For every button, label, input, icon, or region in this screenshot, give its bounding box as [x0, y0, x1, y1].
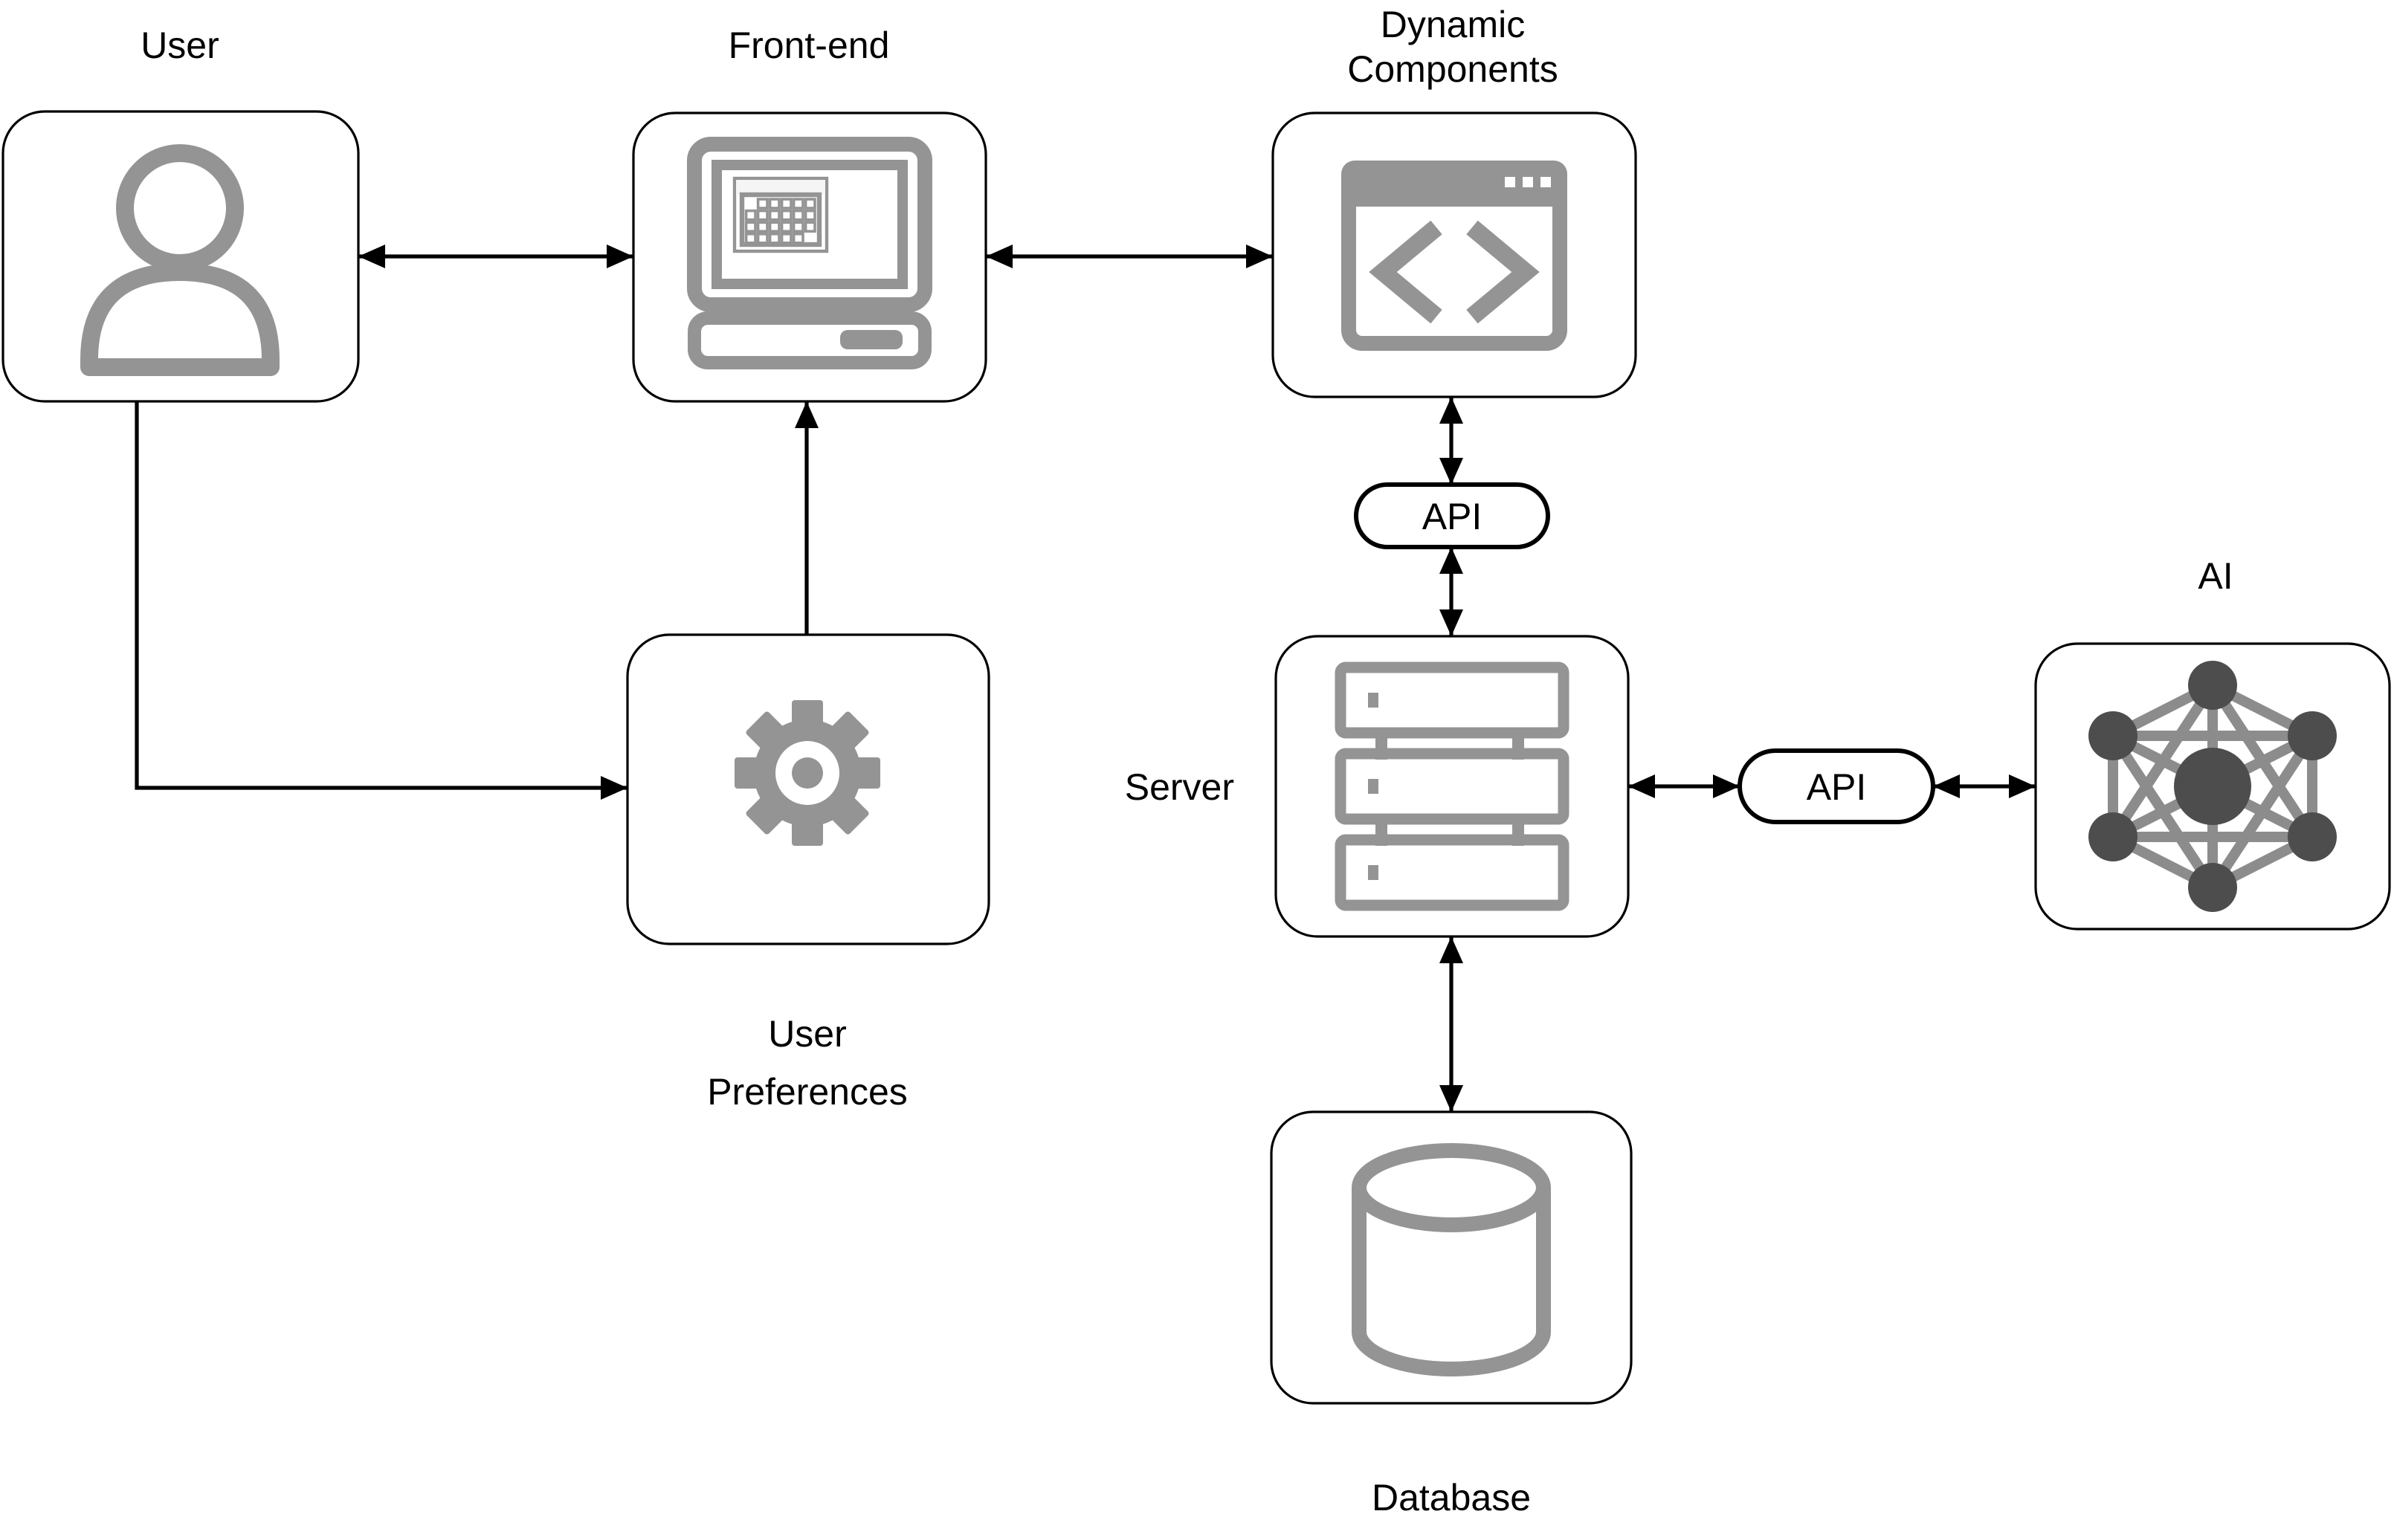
- frontend-label: Front-end: [729, 25, 890, 66]
- server-stack-icon: [1335, 661, 1569, 911]
- person-icon: [80, 144, 280, 376]
- server-label: Server: [1125, 766, 1234, 808]
- dynamic-components-label-line1: Dynamic: [1381, 4, 1525, 45]
- calendar-cells: [744, 198, 816, 245]
- server-node: [1274, 635, 1630, 938]
- connector-user-user-preferences: [135, 401, 627, 800]
- api-side-pill: [1738, 748, 1935, 824]
- connectors: [135, 245, 2036, 1112]
- code-chevrons-icon: [1369, 220, 1540, 324]
- ai-label: AI: [2198, 555, 2233, 597]
- dynamic-components-label-line2: Components: [1347, 48, 1558, 90]
- browser-code-icon: [1341, 161, 1567, 351]
- calendar-header: [736, 180, 825, 195]
- user-preferences-label-line2: Preferences: [707, 1071, 908, 1113]
- database-label: Database: [1372, 1477, 1531, 1518]
- user-label: User: [141, 25, 219, 66]
- api-side-label: API: [1807, 766, 1867, 808]
- dynamic-components-node: [1271, 111, 1637, 398]
- computer-calendar-icon: [687, 137, 932, 369]
- database-cylinder-icon: [1352, 1143, 1551, 1376]
- neural-network-icon: [2088, 661, 2337, 912]
- user-preferences-label-line1: User: [768, 1013, 847, 1055]
- api-top-pill: [1354, 482, 1550, 549]
- gear-icon: [735, 700, 880, 846]
- api-top-label: API: [1422, 496, 1482, 537]
